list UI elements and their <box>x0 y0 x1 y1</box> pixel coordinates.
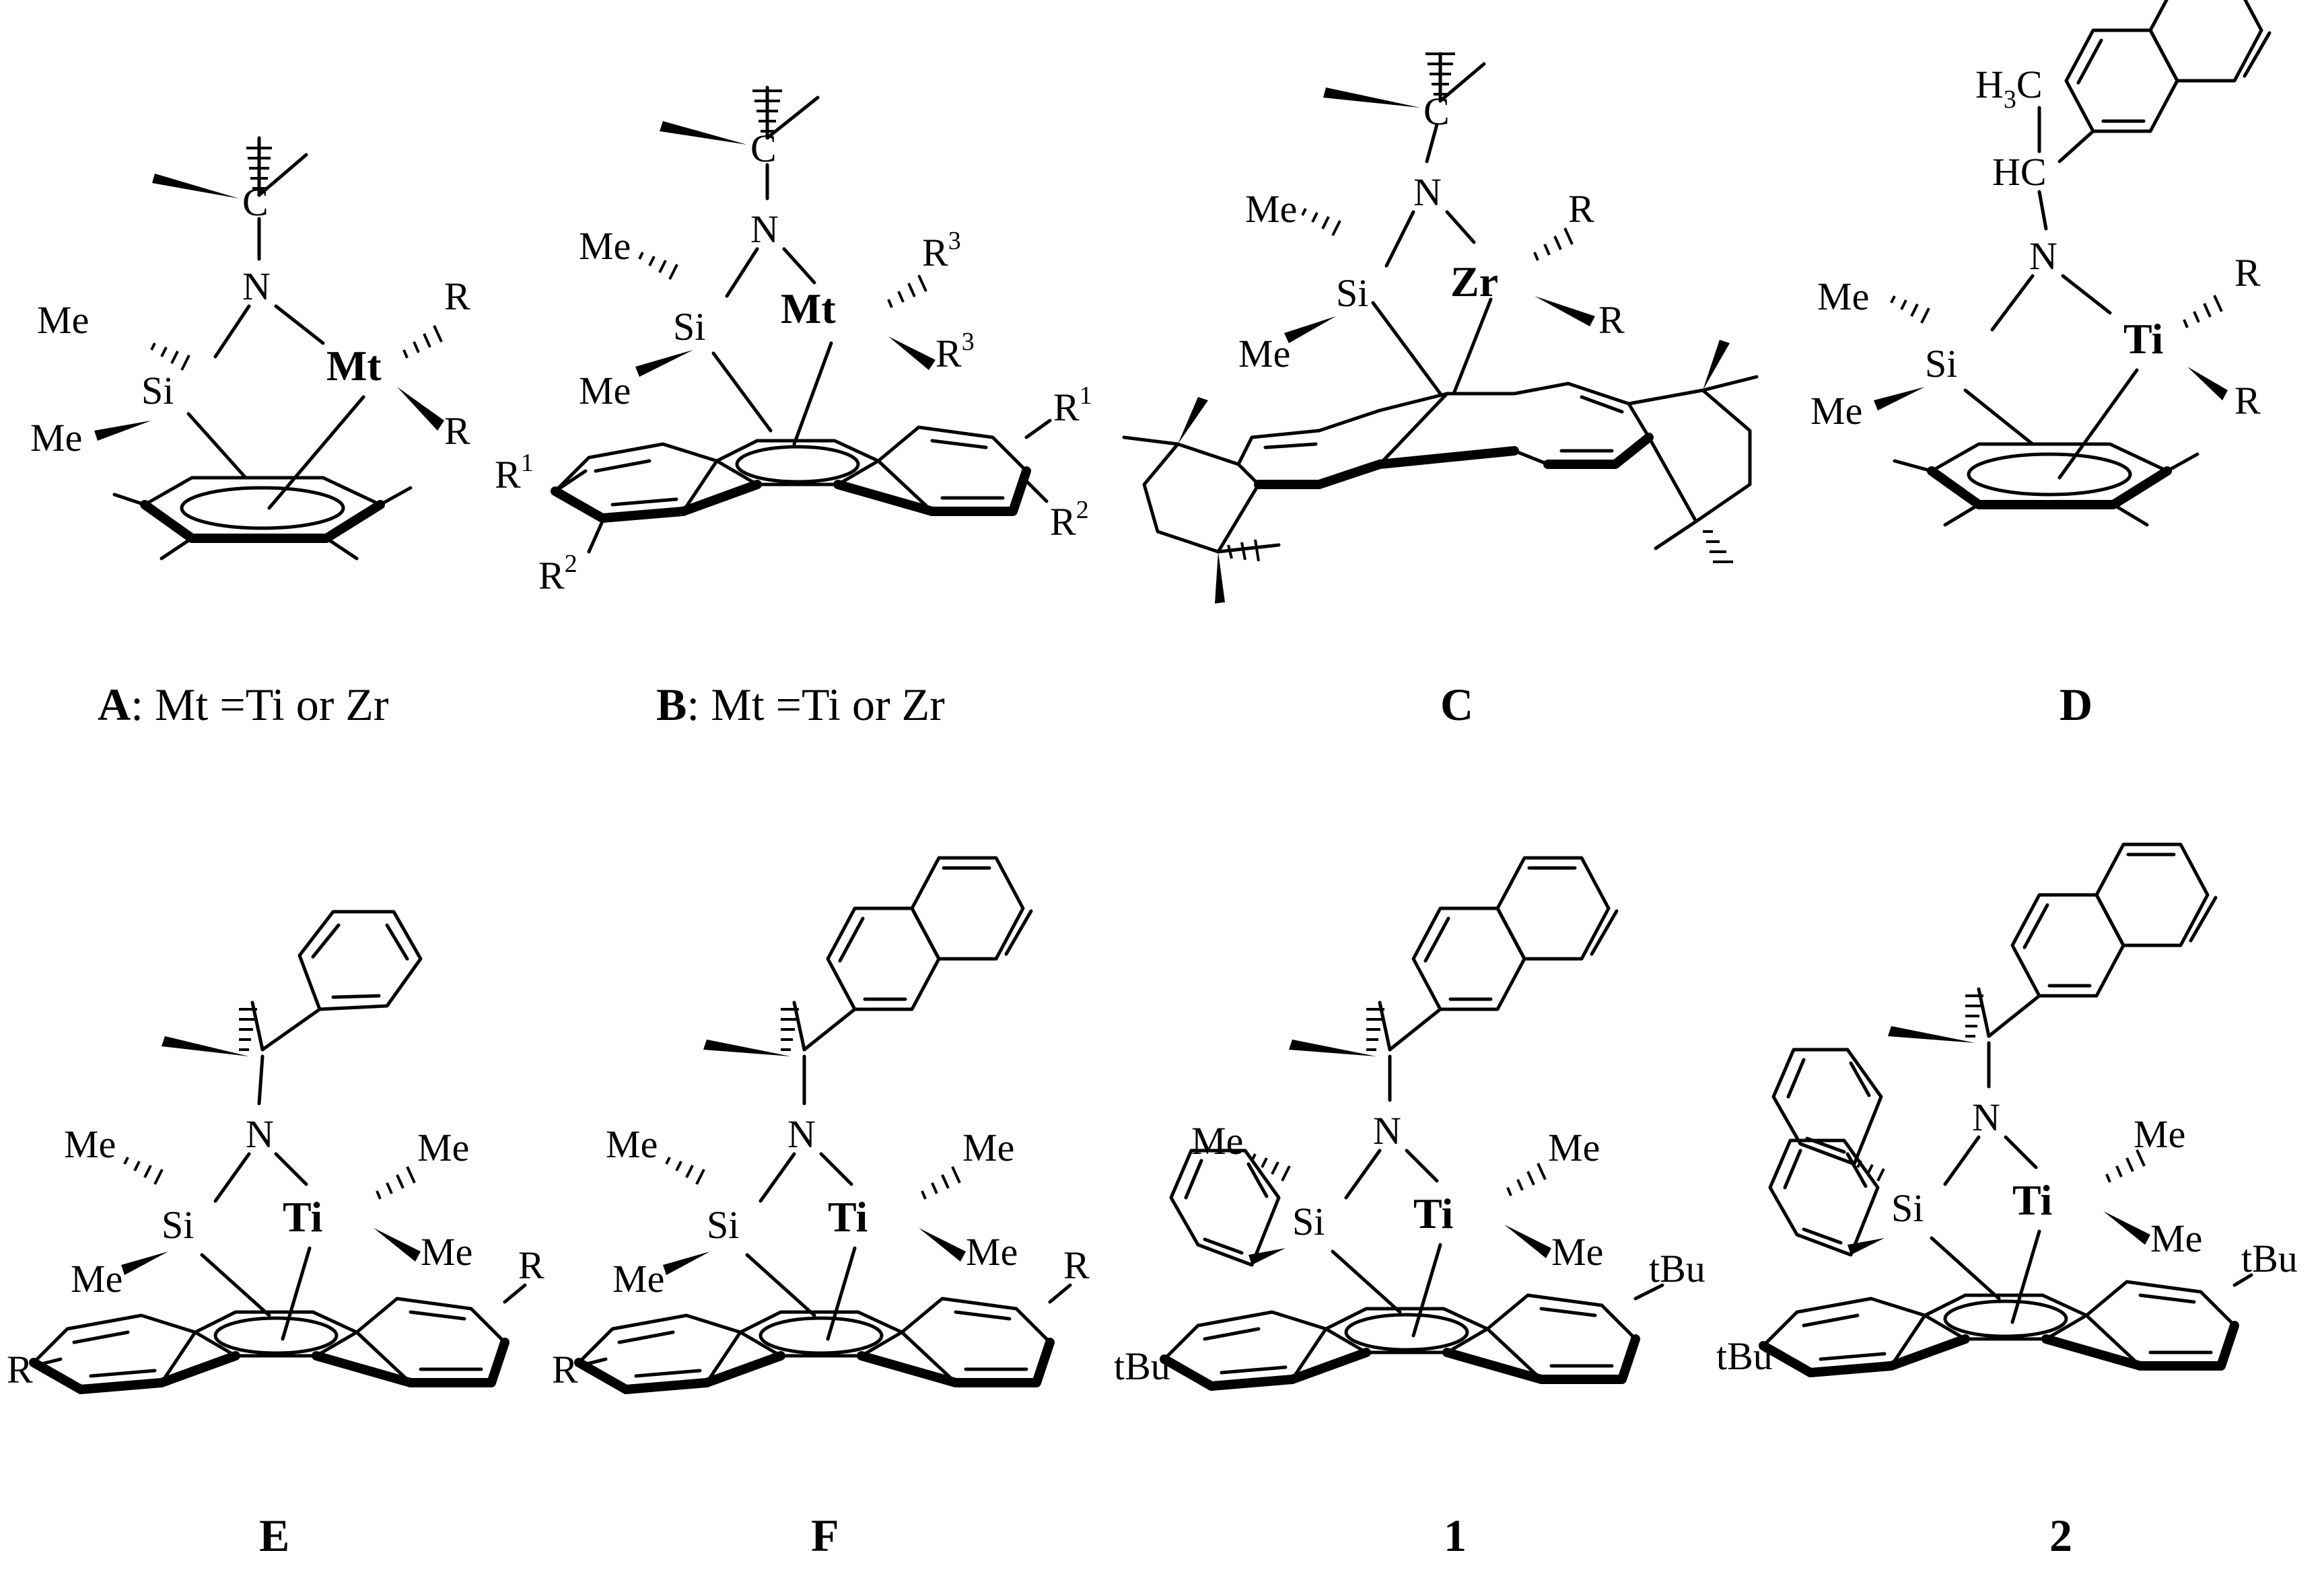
atom-hc: HC <box>1992 150 2047 194</box>
caption-2: 2 <box>2049 1510 2072 1561</box>
atom-n: N <box>750 207 779 251</box>
atom-ti: Ti <box>1413 1190 1453 1237</box>
structure-e: N Me Si Me Ti Me Me R R E <box>7 912 544 1561</box>
atom-tbu: tBu <box>2241 1237 2298 1280</box>
atom-ti: Ti <box>2012 1176 2052 1224</box>
atom-si: Si <box>1292 1200 1325 1243</box>
atom-me: Me <box>2134 1112 2185 1156</box>
atom-tbu: tBu <box>1114 1344 1170 1388</box>
atom-si: Si <box>1925 342 1957 386</box>
atom-r: R <box>1598 298 1625 342</box>
atom-r1: R1 <box>1053 382 1092 429</box>
atom-r: R <box>2234 379 2261 423</box>
atom-r: R <box>1568 187 1594 231</box>
atom-me: Me <box>1810 389 1862 433</box>
atom-c: C <box>750 126 777 170</box>
atom-si: Si <box>673 305 705 349</box>
atom-r: R <box>2234 251 2261 295</box>
caption-f: F <box>811 1510 839 1561</box>
structure-b: C N Me Si Me Mt R3 R3 R1 R2 R1 R2 B: Mt … <box>495 85 1092 730</box>
atom-me: Me <box>579 369 631 412</box>
atom-me: Me <box>421 1230 472 1274</box>
caption-c: C <box>1440 679 1473 730</box>
atom-me: Me <box>962 1126 1014 1169</box>
atom-n: N <box>1413 170 1442 214</box>
atom-zr: Zr <box>1450 258 1498 305</box>
atom-si: Si <box>162 1203 194 1247</box>
atom-me: Me <box>1238 332 1290 375</box>
atom-tbu: tBu <box>1649 1247 1705 1291</box>
atom-r3: R3 <box>936 328 975 375</box>
atom-ti: Ti <box>828 1193 868 1241</box>
structure-1: N Me Si Ti Me Me tBu tBu 1 <box>1114 858 1705 1561</box>
atom-si: Si <box>1891 1186 1924 1230</box>
atom-me: Me <box>1817 275 1869 318</box>
atom-r3: R3 <box>922 227 961 275</box>
atom-r: R <box>552 1348 578 1391</box>
atom-n: N <box>787 1112 816 1156</box>
caption-1: 1 <box>1444 1510 1467 1561</box>
atom-mt: Mt <box>781 285 836 332</box>
atom-si: Si <box>141 369 174 412</box>
atom-me: Me <box>1191 1119 1243 1163</box>
atom-me: Me <box>30 416 82 460</box>
atom-r: R <box>518 1243 544 1287</box>
atom-n: N <box>2029 234 2057 278</box>
atom-me: Me <box>1245 187 1297 231</box>
atom-me: Me <box>37 298 89 342</box>
atom-r2: R2 <box>1050 496 1089 544</box>
structure-f: N Me Si Me Ti Me Me R R F <box>552 858 1090 1561</box>
atom-me: Me <box>606 1122 658 1166</box>
caption-a: A: Mt =Ti or Zr <box>98 679 389 730</box>
atom-r2: R2 <box>538 550 577 597</box>
atom-me: Me <box>966 1230 1018 1274</box>
atom-mt: Mt <box>326 342 382 390</box>
atom-si: Si <box>707 1203 739 1247</box>
atom-me: Me <box>2150 1217 2202 1260</box>
atom-tbu: tBu <box>1716 1334 1773 1378</box>
atom-n: N <box>1373 1109 1401 1153</box>
structure-a: C N Me Si Me Mt R R A: Mt =Ti or Zr <box>30 136 470 730</box>
atom-me: Me <box>579 224 631 268</box>
atom-c: C <box>242 180 269 224</box>
atom-r: R <box>444 275 470 318</box>
caption-d: D <box>2059 679 2092 730</box>
atom-ti: Ti <box>283 1193 322 1241</box>
structure-d: H3C HC N Me Si Me Ti R R D <box>1810 0 2269 730</box>
structure-2: N Si Ti Me Me tBu tBu 2 <box>1716 844 2298 1561</box>
atom-r1: R1 <box>495 449 534 497</box>
atom-si: Si <box>1336 271 1368 315</box>
structure-c: C N Me Si Me Zr R R C <box>1122 52 1759 730</box>
atom-r: R <box>7 1348 33 1391</box>
atom-n: N <box>1972 1095 2000 1139</box>
atom-r: R <box>444 409 470 453</box>
atom-n: N <box>246 1112 274 1156</box>
atom-me: Me <box>612 1257 664 1301</box>
atom-me: Me <box>417 1126 469 1169</box>
atom-ti: Ti <box>2123 315 2163 363</box>
caption-e: E <box>259 1510 289 1561</box>
atom-me: Me <box>1548 1126 1600 1169</box>
caption-b: B: Mt =Ti or Zr <box>656 679 945 730</box>
atom-h3c: H3C <box>1975 63 2043 114</box>
atom-c: C <box>1423 89 1450 133</box>
atom-n: N <box>242 264 271 308</box>
atom-me: Me <box>1551 1230 1603 1274</box>
atom-me: Me <box>71 1257 122 1301</box>
atom-me: Me <box>64 1122 116 1166</box>
atom-r: R <box>1063 1243 1090 1287</box>
